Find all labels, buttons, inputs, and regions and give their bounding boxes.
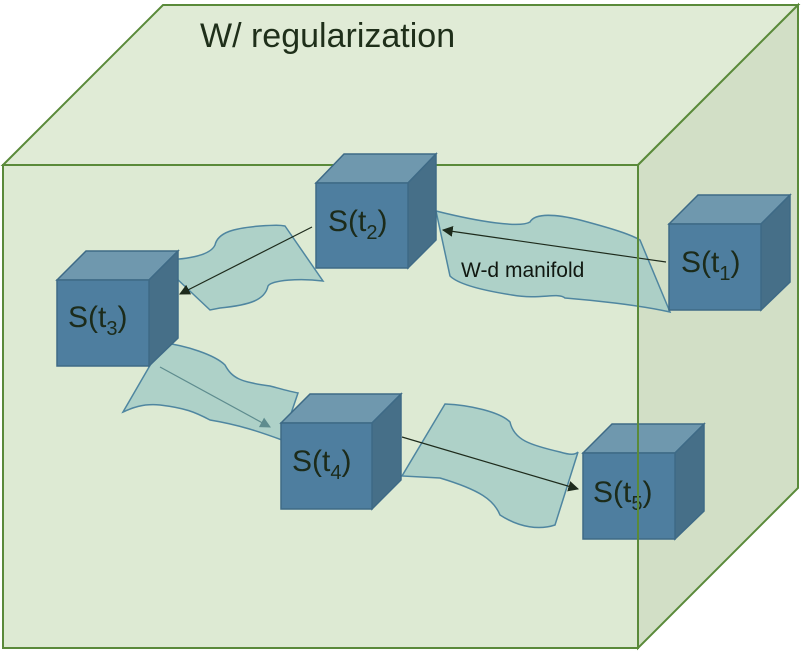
- state-label-s2: S(t2): [328, 205, 387, 244]
- state-cube-s1[interactable]: S(t1): [667, 193, 792, 312]
- state-cube-s4[interactable]: S(t4): [279, 392, 403, 511]
- diagram-title: W/ regularization: [200, 17, 455, 55]
- arrow-s3-to-s4: [159, 366, 271, 428]
- arrow-s2-to-s3: [179, 226, 313, 295]
- manifold-label: W-d manifold: [461, 259, 584, 282]
- state-label-s4: S(t4): [292, 445, 351, 484]
- manifold-s4-s5: [400, 403, 580, 529]
- arrow-s1-to-s2: [441, 226, 667, 263]
- state-cube-s3[interactable]: S(t3): [55, 249, 180, 368]
- state-cube-s5[interactable]: S(t5): [581, 422, 706, 541]
- manifold-s1-s2: W-d manifold: [435, 209, 672, 314]
- state-label-s5: S(t5): [593, 476, 652, 515]
- manifold-s2-s3: [155, 224, 325, 311]
- state-label-s3: S(t3): [68, 301, 127, 340]
- state-cube-s2[interactable]: S(t2): [314, 152, 438, 270]
- arrow-s4-to-s5: [401, 436, 580, 492]
- state-label-s1: S(t1): [681, 246, 740, 285]
